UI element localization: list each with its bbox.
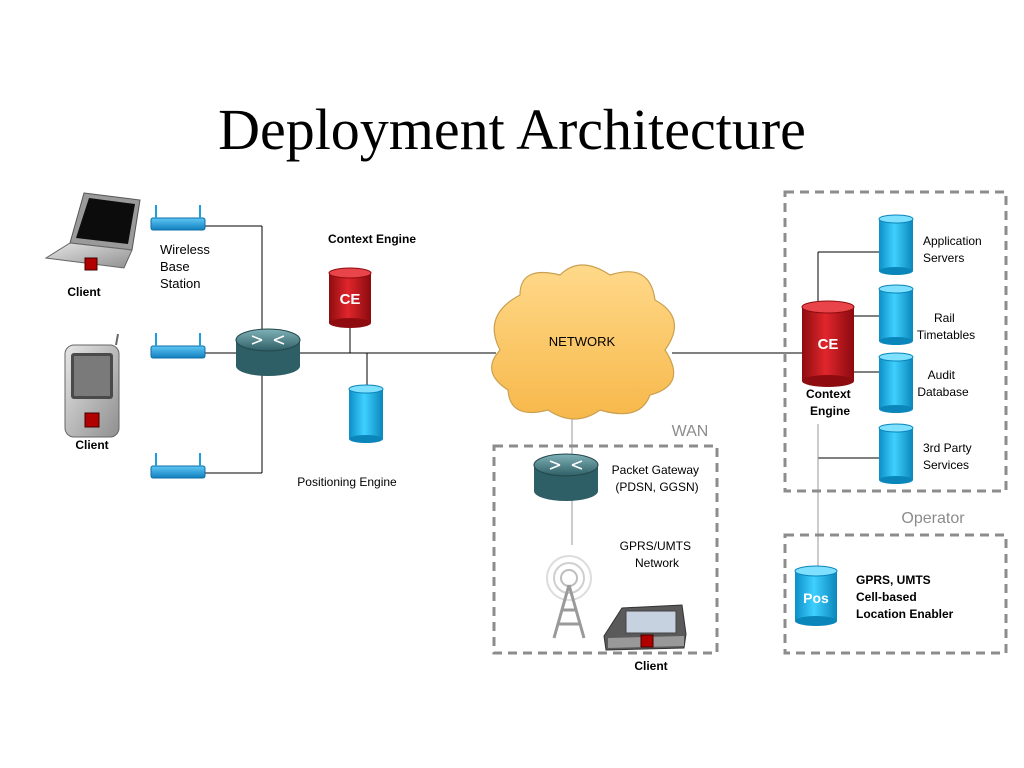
third-party-services-cylinder: [878, 423, 914, 484]
location-enabler-line-1: GPRS, UMTS: [856, 573, 931, 587]
location-enabler-label: GPRS, UMTS Cell-based Location Enabler: [856, 573, 954, 621]
operator-label: Operator: [901, 510, 965, 527]
packet-gateway-line-1: Packet Gateway: [612, 463, 699, 477]
router-left: [235, 328, 301, 376]
network-cloud: NETWORK: [491, 264, 675, 420]
packet-gateway-line-2: (PDSN, GGSN): [615, 480, 698, 494]
ce-left-label: CE: [340, 291, 361, 308]
router-packet-gateway: [533, 453, 599, 501]
application-servers-line-1: Application: [923, 234, 982, 248]
rail-timetables-line-1: Rail: [934, 311, 955, 325]
client-pda-label: Client: [75, 438, 108, 452]
gprs-network-line-1: GPRS/UMTS: [620, 539, 691, 553]
client-mobile-label: Client: [634, 659, 667, 673]
ce-right-label: CE: [818, 336, 839, 353]
wireless-label-line-1: Wireless: [160, 242, 210, 257]
operator-box: [783, 533, 1008, 655]
context-engine-right-cylinder: [801, 300, 855, 387]
rail-timetables-cylinder: [878, 284, 914, 345]
network-label: NETWORK: [549, 334, 616, 349]
packet-gateway-label: Packet Gateway (PDSN, GGSN): [612, 463, 703, 494]
wireless-base-station-bottom: [150, 453, 206, 479]
wireless-base-station-middle: [150, 333, 206, 359]
context-engine-right-line-2: Engine: [810, 404, 850, 418]
wan-label: WAN: [672, 423, 709, 440]
audit-database-line-1: Audit: [928, 368, 956, 382]
context-engine-right-label: Context Engine: [806, 387, 854, 418]
application-servers-label: Application Servers: [923, 234, 985, 265]
operator-backend-box: [783, 190, 1008, 493]
client-laptop-label: Client: [67, 285, 100, 299]
context-engine-top-label: Context Engine: [328, 232, 416, 246]
wireless-label-line-3: Station: [160, 276, 200, 291]
rail-timetables-line-2: Timetables: [917, 328, 975, 342]
mobile-handset-client: [603, 604, 687, 651]
context-engine-left-cylinder: [328, 267, 372, 328]
location-enabler-line-3: Location Enabler: [856, 607, 954, 621]
positioning-engine-cylinder: [348, 384, 384, 443]
gprs-network-line-2: Network: [635, 556, 680, 570]
laptop-client: [44, 192, 141, 271]
audit-database-cylinder: [878, 352, 914, 413]
third-party-services-label: 3rd Party Services: [923, 441, 975, 472]
audit-database-label: Audit Database: [917, 368, 969, 399]
context-engine-right-line-1: Context: [806, 387, 851, 401]
location-enabler-line-2: Cell-based: [856, 590, 917, 604]
rail-timetables-label: Rail Timetables: [917, 311, 975, 342]
slide-title: Deployment Architecture: [218, 97, 806, 162]
wan-box: [492, 444, 719, 655]
gprs-umts-network-label: GPRS/UMTS Network: [620, 539, 695, 570]
positioning-engine-label: Positioning Engine: [297, 475, 397, 489]
third-party-line-1: 3rd Party: [923, 441, 972, 455]
application-servers-line-2: Servers: [923, 251, 964, 265]
pda-client: [64, 333, 120, 438]
pos-cylinder: [794, 565, 838, 626]
audit-database-line-2: Database: [917, 385, 969, 399]
third-party-line-2: Services: [923, 458, 969, 472]
pos-label: Pos: [803, 590, 829, 606]
cell-tower-icon: [546, 555, 592, 639]
application-servers-cylinder: [878, 214, 914, 275]
wireless-base-station-top: [150, 205, 206, 231]
wireless-base-station-label: Wireless Base Station: [160, 242, 213, 291]
wireless-label-line-2: Base: [160, 259, 190, 274]
